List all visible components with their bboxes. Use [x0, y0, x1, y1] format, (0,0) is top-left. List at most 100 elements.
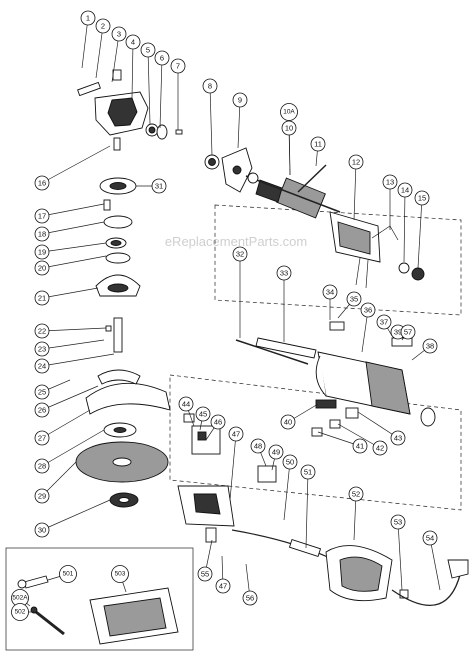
- callout-number: 44: [182, 400, 190, 409]
- callout-number: 2: [101, 22, 105, 31]
- callout-circle: [348, 486, 364, 502]
- callout-13-13: 13: [382, 174, 398, 230]
- leader-line: [41, 221, 105, 235]
- leader-line: [209, 85, 213, 156]
- callout-28-28: 28: [34, 429, 105, 474]
- callout-30-30: 30: [34, 499, 111, 538]
- callout-number: 41: [356, 442, 364, 451]
- callout-43-43: 43: [357, 411, 406, 446]
- leader-line: [41, 409, 91, 439]
- callout-circle: [382, 174, 398, 190]
- callout-number: 47: [232, 430, 240, 439]
- callout-number: 8: [208, 82, 212, 91]
- callout-18-18: 18: [34, 221, 105, 242]
- callout-number: 13: [386, 178, 394, 187]
- callout-3-2: 3: [111, 26, 127, 83]
- callout-37-37: 37: [376, 314, 393, 337]
- callout-number: 14: [401, 186, 409, 195]
- callout-22-22: 22: [34, 323, 107, 339]
- callout-8-7: 8: [202, 78, 218, 156]
- callout-15-15: 15: [414, 190, 430, 269]
- callout-number: 57: [404, 328, 412, 337]
- callout-45-45: 45: [195, 406, 211, 431]
- callout-number: 3: [117, 30, 121, 39]
- callout-11-11: 11: [310, 136, 326, 167]
- callout-number: 55: [201, 570, 209, 579]
- callout-circle: [228, 426, 244, 442]
- callout-number: 5: [146, 46, 150, 55]
- callout-23-23: 23: [34, 339, 105, 357]
- callout-circle: [280, 414, 296, 430]
- callout-circle: [242, 590, 258, 606]
- stator-part-12: [329, 211, 399, 289]
- callout-circle: [414, 190, 430, 206]
- callout-number: 54: [426, 534, 434, 543]
- callout-14-14: 14: [397, 182, 413, 263]
- callout-number: 25: [38, 388, 46, 397]
- callout-circle: [178, 396, 194, 412]
- key-part-17: [103, 199, 111, 211]
- callout-circle: [282, 454, 298, 470]
- callout-number: 15: [418, 194, 426, 203]
- side-handle-part-502: [35, 610, 65, 636]
- leader-line: [131, 41, 134, 99]
- armature-part-10: [245, 172, 341, 219]
- motor-group-box: [214, 204, 462, 316]
- callout-47-56: 47: [215, 555, 231, 594]
- callout-circle: [34, 244, 50, 260]
- callout-number: 52: [352, 490, 360, 499]
- leader-line: [41, 499, 111, 531]
- callout-46-46: 46: [205, 414, 226, 441]
- callout-16-16: 16: [34, 145, 111, 191]
- callout-41-41: 41: [317, 431, 368, 454]
- callout-circle: [95, 18, 111, 34]
- callout-57-62: 57: [400, 324, 416, 341]
- leader-line: [41, 461, 77, 497]
- housing-group-box: [169, 374, 462, 511]
- callout-circle: [34, 458, 50, 474]
- leader-line: [81, 17, 89, 69]
- callout-number: 6: [160, 54, 164, 63]
- callout-circle: [232, 246, 248, 262]
- callout-circle: [281, 120, 297, 136]
- callout-35-35: 35: [337, 291, 362, 319]
- callout-circle: [376, 314, 392, 330]
- callout-31-31: 31: [136, 178, 167, 194]
- callout-52-52: 52: [348, 486, 364, 541]
- callout-29-29: 29: [34, 461, 77, 504]
- callout-number: 29: [38, 492, 46, 501]
- brush-holder-part-42: [329, 419, 341, 429]
- callout-circle: [34, 290, 50, 306]
- callout-circle: [151, 178, 167, 194]
- callout-circle: [250, 438, 266, 454]
- callout-number: 37: [380, 318, 388, 327]
- watermark-text: eReplacementParts.com: [165, 234, 307, 249]
- callout-38-38: 38: [411, 338, 438, 361]
- leader-line: [353, 493, 357, 541]
- callout-circle: [197, 566, 213, 582]
- callout-circle: [372, 440, 388, 456]
- callout-503-61: 503: [111, 565, 129, 593]
- callout-40-40: 40: [280, 403, 319, 430]
- callout-circle: [80, 10, 96, 26]
- callout-number: 26: [38, 406, 46, 415]
- callout-number: 51: [304, 468, 312, 477]
- clamp-part-27: [97, 369, 141, 385]
- callout-circle: [125, 34, 141, 50]
- callout-circle: [348, 154, 364, 170]
- callout-circle: [195, 406, 211, 422]
- cord-part-51: [231, 529, 331, 559]
- callout-47-47: 47: [228, 426, 244, 501]
- callout-48-48: 48: [250, 438, 267, 467]
- spindle-part-25: [113, 317, 123, 353]
- callout-27-27: 27: [34, 409, 91, 446]
- screw-part-23: [105, 325, 112, 332]
- callout-circle: [215, 578, 231, 594]
- leader-line: [41, 242, 107, 253]
- callout-circle: [210, 414, 226, 430]
- callout-circle: [34, 175, 50, 191]
- callout-circle: [397, 182, 413, 198]
- plate-part-40: [315, 399, 337, 409]
- callout-number: 32: [236, 250, 244, 259]
